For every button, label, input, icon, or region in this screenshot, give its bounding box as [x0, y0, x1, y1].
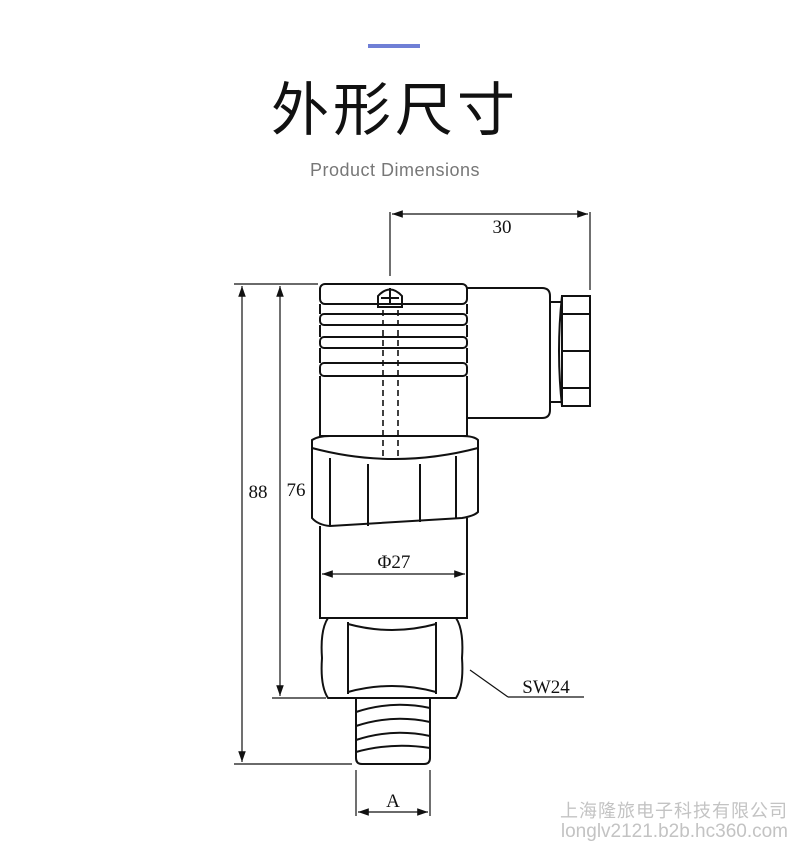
dim-label-thread: A: [386, 791, 400, 812]
hex-nut-large: [311, 435, 479, 528]
hidden-lines: [382, 310, 399, 460]
extension-lines: [234, 212, 591, 816]
thread: [355, 698, 431, 765]
dim-label-body-height: 76: [287, 480, 306, 501]
dimension-lines: [238, 210, 588, 816]
dim-label-diameter: Φ27: [378, 552, 411, 573]
cable-gland: [467, 287, 591, 419]
hex-nut-sw24: [320, 617, 464, 699]
accent-bar: [368, 44, 420, 48]
connector-head: [319, 283, 468, 437]
watermark-url: longlv2121.b2b.hc360.com: [560, 821, 788, 842]
watermark-company: 上海隆旅电子科技有限公司: [560, 801, 788, 822]
dim-label-wrench: SW24: [522, 677, 570, 698]
page-subtitle: Product Dimensions: [309, 160, 481, 180]
dim-label-width: 30: [493, 217, 512, 238]
dim-label-total-height: 88: [249, 482, 268, 503]
page-title: 外形尺寸: [270, 76, 519, 144]
